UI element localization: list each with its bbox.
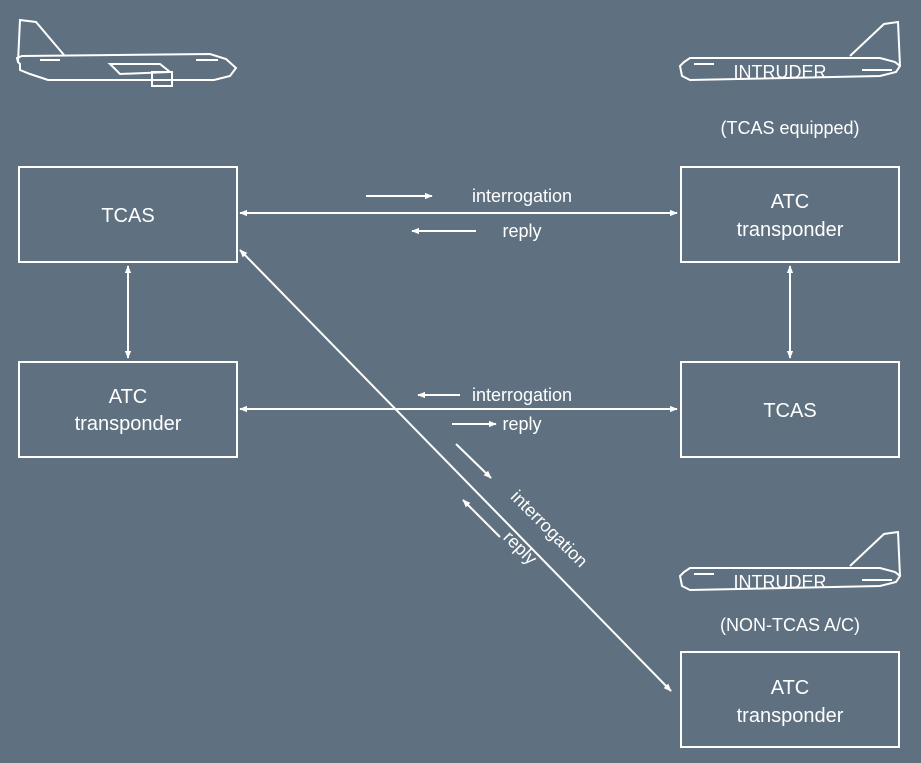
intruder-tcas-caption: (TCAS equipped) bbox=[720, 118, 859, 138]
own-atc-label-line1: ATC bbox=[109, 386, 148, 408]
own-atc-label-line2: transponder bbox=[75, 413, 182, 435]
intruder-atc-label-line1: ATC bbox=[771, 191, 810, 213]
own-atc-box bbox=[18, 361, 238, 458]
intruder-fuselage-label: INTRUDER bbox=[734, 62, 827, 82]
mid-reply-label: reply bbox=[502, 414, 541, 434]
non-tcas-atc-label-line1: ATC bbox=[771, 677, 810, 699]
top-interrogation-label: interrogation bbox=[472, 186, 572, 206]
diag-interrogation-direction-arrow bbox=[455, 443, 492, 479]
intruder-fuselage-label: INTRUDER bbox=[734, 572, 827, 592]
diag-reply-direction-arrow bbox=[462, 499, 501, 538]
diagonal-link-arrow bbox=[239, 249, 672, 692]
non-tcas-atc-label-line2: transponder bbox=[737, 705, 844, 727]
mid-interrogation-label: interrogation bbox=[472, 385, 572, 405]
non-tcas-atc-box bbox=[680, 651, 900, 748]
intruder-tcas-box bbox=[680, 361, 900, 458]
intruder-tcas-label: TCAS bbox=[763, 400, 816, 422]
top-reply-label: reply bbox=[502, 221, 541, 241]
intruder-atc-label-line2: transponder bbox=[737, 219, 844, 241]
own-tcas-label: TCAS bbox=[101, 205, 154, 227]
intruder-atc-box bbox=[680, 166, 900, 263]
own-tcas-box bbox=[18, 166, 238, 263]
intruder-non-tcas-caption: (NON-TCAS A/C) bbox=[720, 615, 860, 635]
